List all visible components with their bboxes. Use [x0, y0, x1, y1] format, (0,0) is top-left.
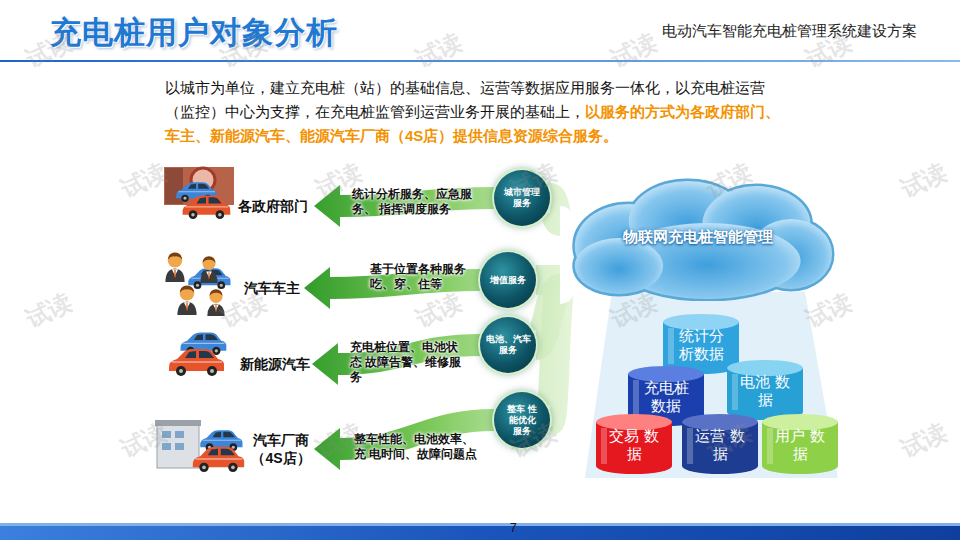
- cloud-outline-part: [575, 238, 663, 294]
- target-box: 汽车厂商 （4S店）: [250, 431, 314, 467]
- target-text: 汽车车主: [244, 279, 304, 297]
- car-icon: [193, 447, 245, 472]
- target-text: 汽车厂商 （4S店）: [250, 431, 314, 467]
- person-icon: [165, 252, 184, 282]
- flow-band: [550, 198, 560, 221]
- service-circle: 增值服务: [480, 252, 536, 308]
- edge-label: 充电桩位置、电池状态 故障告警、维修服务: [350, 340, 466, 385]
- header-text: 电动汽车智能充电桩管理系统建设方案: [662, 22, 917, 41]
- watermark: 试读: [410, 26, 467, 75]
- cloud-text: 物联网充电桩智能管理: [560, 228, 835, 247]
- building-window: [175, 431, 184, 438]
- building: [157, 424, 199, 468]
- intro-paragraph: 以城市为单位，建立充电桩（站）的基础信息、运营等数据应用服务一体化，以充电桩运营…: [165, 76, 799, 148]
- band-body: [550, 289, 560, 420]
- building-window: [175, 443, 184, 450]
- watermark: 试读: [20, 286, 77, 335]
- circle-text: 电池、汽车 服务: [485, 334, 531, 356]
- person-icon: [207, 289, 224, 316]
- target-text: 新能源汽车: [240, 355, 312, 373]
- new-energy-icon: [169, 333, 227, 377]
- footer-band: [0, 526, 960, 540]
- person-icon: [177, 285, 196, 315]
- building-roof: [155, 420, 201, 426]
- cylinder-shine: [633, 380, 639, 416]
- target-text: 各政府部门: [238, 197, 314, 215]
- arrow-head: [314, 185, 340, 227]
- cylinder-text: 运营 数据: [691, 427, 749, 463]
- building-window: [162, 431, 171, 438]
- flow-arrow: [314, 185, 494, 227]
- arrow-head: [312, 343, 338, 385]
- cylinder-text: 用户 数据: [771, 427, 829, 463]
- cloud-shape: 物联网充电桩智能管理: [560, 176, 835, 301]
- database-cylinder: 用户 数据: [762, 414, 838, 474]
- cylinder-shine: [668, 328, 674, 364]
- database-cylinder: 交易 数据: [596, 414, 672, 474]
- data-beam: [585, 292, 838, 478]
- service-circle: 整车 性能优化 服务: [494, 392, 550, 448]
- circle-text: 整车 性能优化 服务: [503, 404, 541, 437]
- cylinder-shine: [601, 428, 607, 464]
- target-box: 汽车车主: [244, 279, 304, 297]
- flow-band: [550, 289, 560, 420]
- cylinder-shine: [767, 428, 773, 464]
- slide-title: 充电桩用户对象分析: [50, 12, 338, 54]
- edge-label: 整车性能、电池效率、充 电时间、故障问题点: [354, 432, 480, 462]
- target-box: 新能源汽车: [240, 355, 312, 373]
- cylinder-shine: [687, 428, 693, 464]
- page-number: 7: [510, 521, 517, 535]
- service-circle: 电池、汽车 服务: [480, 317, 536, 373]
- edge-label: 统计分析服务、应急服务、 指挥调度服务: [352, 187, 492, 217]
- database-cylinder: 统计分 析数据: [663, 314, 739, 374]
- building-window: [162, 443, 171, 450]
- edge-label: 基于位置各种服务 吃、穿、住等: [370, 262, 468, 292]
- dealer-icon: [155, 420, 244, 472]
- car-icon: [169, 349, 224, 376]
- cylinder-body: [596, 422, 672, 474]
- cylinder-body: [727, 368, 803, 420]
- target-box: 各政府部门: [238, 197, 314, 215]
- database-cylinder: 运营 数据: [682, 414, 758, 474]
- cylinder-text: 电池 数据: [736, 373, 794, 409]
- cloud-fill-part: [575, 238, 663, 294]
- circle-text: 城市管理 服务: [503, 187, 541, 209]
- arrow-head: [304, 267, 330, 309]
- circle-text: 增值服务: [485, 275, 531, 286]
- car-icon: [183, 196, 231, 219]
- cylinder-text: 交易 数据: [605, 427, 663, 463]
- cylinder-text: 统计分 析数据: [672, 327, 730, 363]
- person-icon: [200, 256, 217, 283]
- government-icon: [163, 166, 235, 219]
- service-circle: 城市管理 服务: [494, 170, 550, 226]
- cylinder-body: [762, 422, 838, 474]
- arrow-head: [314, 428, 340, 470]
- database-cylinder: 电池 数据: [727, 360, 803, 420]
- band-body: [550, 198, 560, 221]
- cylinder-text: 充电桩 数据: [637, 379, 695, 415]
- cylinder-body: [682, 422, 758, 474]
- photo-detail: [165, 168, 183, 204]
- watermark: 试读: [895, 416, 952, 465]
- cylinder-shine: [732, 374, 738, 410]
- footer-stripe: [0, 523, 960, 526]
- header-rule: [0, 60, 960, 62]
- watermark: 试读: [895, 156, 952, 205]
- owner-icon: [165, 252, 230, 316]
- watermark: 试读: [605, 26, 662, 75]
- flow-arrow: [314, 420, 494, 470]
